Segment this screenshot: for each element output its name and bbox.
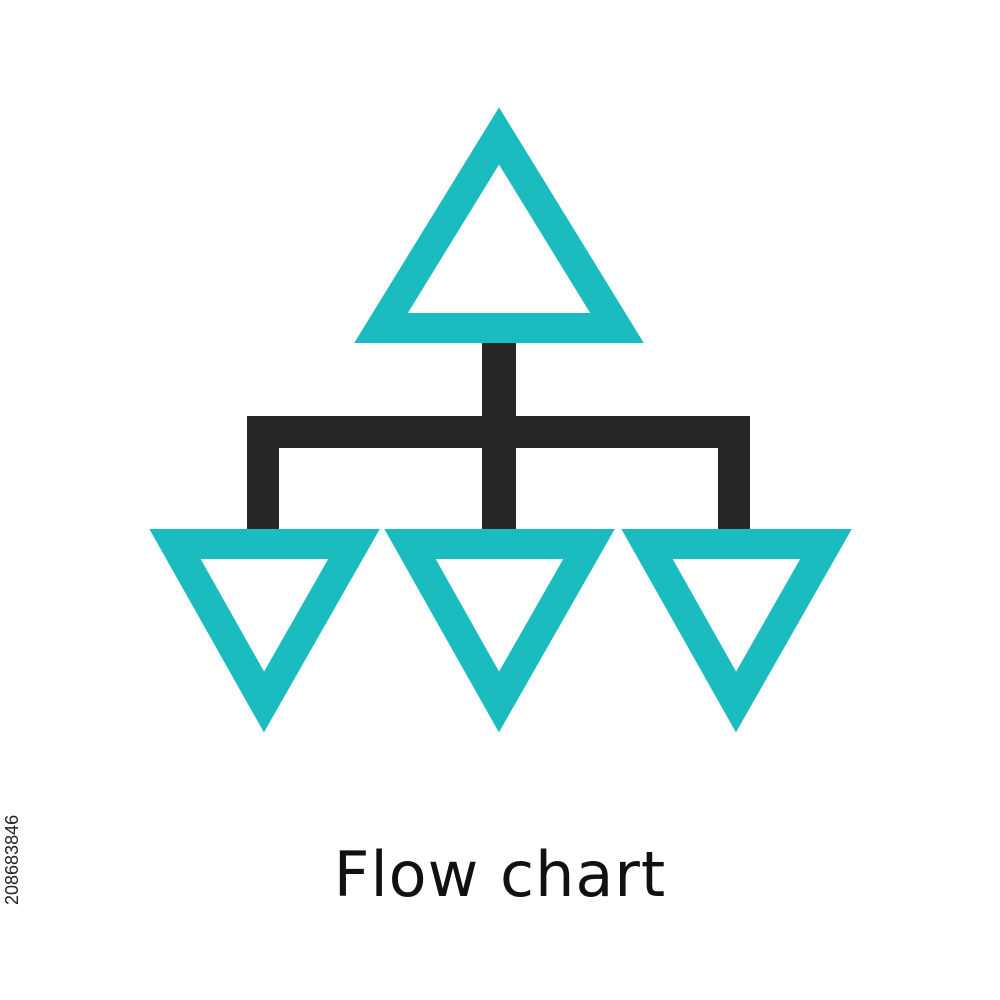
connector-middle-drop: [482, 416, 516, 534]
bottom-middle-triangle-node: [384, 529, 615, 733]
connector-lines: [247, 340, 750, 534]
connector-left-drop: [247, 416, 279, 534]
connector-right-drop: [718, 416, 750, 534]
icon-caption: Flow chart: [333, 838, 667, 911]
bottom-right-triangle-node: [621, 529, 852, 733]
top-triangle-node: [354, 107, 644, 343]
bottom-left-triangle-node: [149, 529, 380, 733]
stock-id-label: 208683846: [2, 814, 22, 906]
